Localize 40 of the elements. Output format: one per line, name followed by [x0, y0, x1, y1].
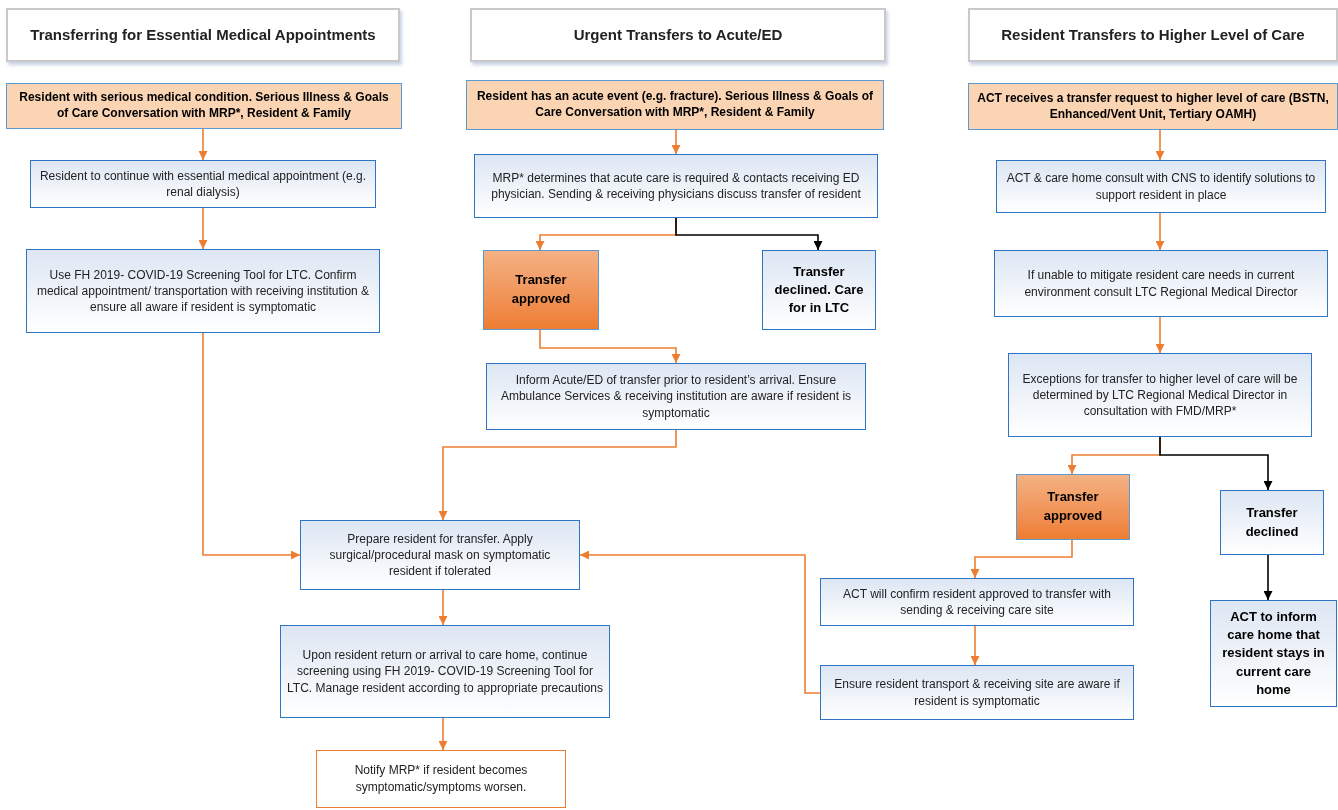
arrow — [1155, 316, 1165, 354]
process-box: Ensure resident transport & receiving site are aware if resident is symptomatic — [820, 665, 1134, 720]
arrow — [438, 429, 677, 521]
arrow — [1159, 436, 1273, 491]
section-header: Transferring for Essential Medical Appointments — [6, 8, 400, 62]
approved-box: Transfer approved — [483, 250, 599, 330]
decision-outcome-box: Transfer declined. Care for in LTC — [762, 250, 876, 330]
arrow — [539, 329, 681, 364]
approved-box: Transfer approved — [1016, 474, 1130, 540]
process-box: If unable to mitigate resident care needs in current environment consult LTC Regional Medical Director — [994, 250, 1328, 317]
section-header: Urgent Transfers to Acute/ED — [470, 8, 886, 62]
process-box: ACT will confirm resident approved to transfer with sending & receiving care site — [820, 578, 1134, 626]
process-box: Inform Acute/ED of transfer prior to resident’s arrival. Ensure Ambulance Services & receiving institution are aware if resident is symptomatic — [486, 363, 866, 430]
arrow — [671, 129, 681, 155]
process-box: Prepare resident for transfer. Apply surgical/procedural mask on symptomatic resident if tolerated — [300, 520, 580, 590]
process-box: MRP* determines that acute care is required & contacts receiving ED physician. Sending & receiving physicians discuss transfer of resident — [474, 154, 878, 218]
arrow — [970, 625, 980, 666]
process-box: Resident to continue with essential medical appointment (e.g. renal dialysis) — [30, 160, 376, 208]
process-box: Upon resident return or arrival to care home, continue screening using FH 2019- COVID-19 Screening Tool for LTC. Manage resident according to appropriate precautions — [280, 625, 610, 718]
start-box: ACT receives a transfer request to higher level of care (BSTN, Enhanced/Vent Unit, Tertiary OAMH) — [968, 83, 1338, 130]
arrow — [438, 589, 448, 626]
process-box: Exceptions for transfer to higher level of care will be determined by LTC Regional Medical Director in consultation with FMD/MRP* — [1008, 353, 1312, 437]
arrow — [1263, 554, 1273, 601]
arrow — [675, 217, 823, 251]
arrow — [970, 539, 1073, 579]
start-box: Resident has an acute event (e.g. fracture). Serious Illness & Goals of Care Conversation with MRP*, Resident & Family — [466, 80, 884, 130]
section-header: Resident Transfers to Higher Level of Care — [968, 8, 1338, 62]
arrow — [438, 717, 448, 751]
arrow — [202, 332, 301, 560]
arrow — [1155, 129, 1165, 161]
process-box: ACT & care home consult with CNS to identify solutions to support resident in place — [996, 160, 1326, 213]
notify-box: Notify MRP* if resident becomes symptomatic/symptoms worsen. — [316, 750, 566, 808]
arrow — [579, 550, 821, 694]
process-box: Use FH 2019- COVID-19 Screening Tool for LTC. Confirm medical appointment/ transportation with receiving institution & ensure all aware if resident is symptomatic — [26, 249, 380, 333]
start-box: Resident with serious medical condition. Serious Illness & Goals of Care Conversation with MRP*, Resident & Family — [6, 83, 402, 129]
decision-outcome-box: ACT to inform care home that resident stays in current care home — [1210, 600, 1337, 707]
arrow — [1155, 212, 1165, 251]
arrow — [198, 207, 208, 250]
decision-outcome-box: Transfer declined — [1220, 490, 1324, 555]
arrow — [198, 128, 208, 161]
